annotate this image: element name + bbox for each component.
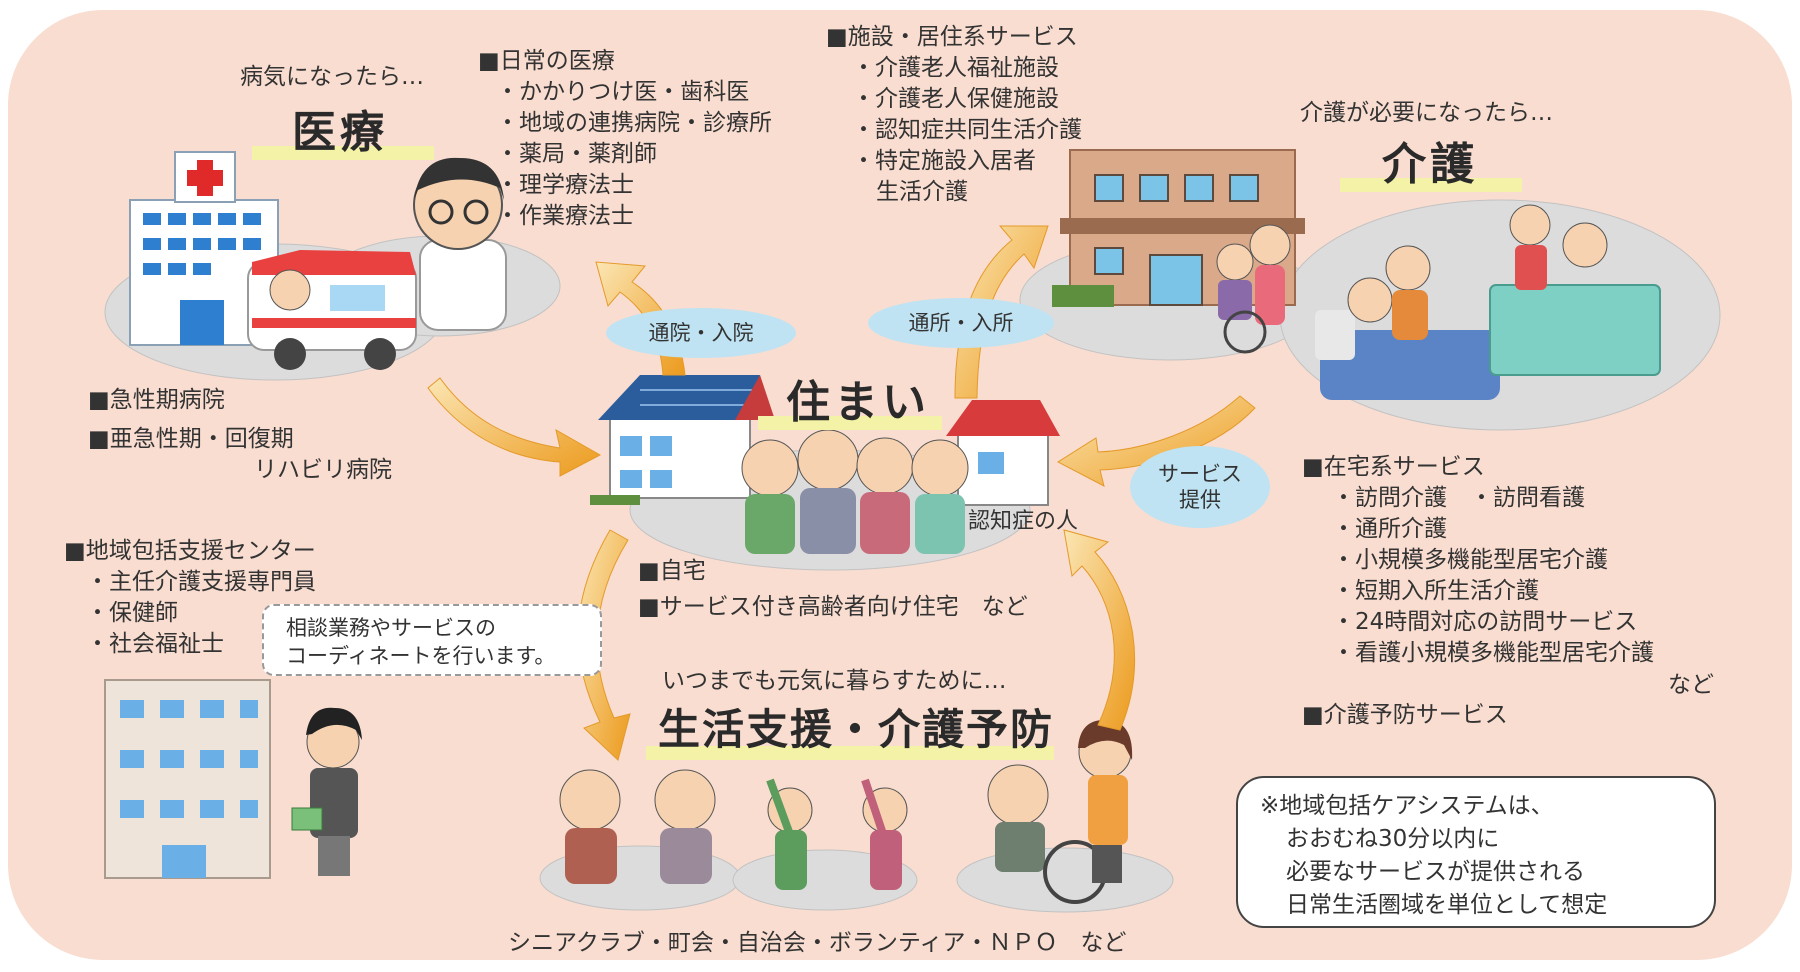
house-red-roof (946, 400, 1060, 506)
service-provision-pill: サービス 提供 (1130, 446, 1270, 528)
support-center-item: ・主任介護支援専門員 (86, 569, 316, 595)
arrow-from-care (1056, 395, 1256, 487)
note-line: 必要なサービスが提供される (1286, 859, 1585, 885)
daycare-label: 通所・入所 (908, 311, 1014, 335)
ambulance (247, 250, 417, 370)
speech-line: コーディネートを行います。 (286, 644, 556, 668)
medical-title: 医療 (292, 107, 388, 158)
facility-services-list: ■施設・居住系サービス ・介護老人福祉施設 ・介護老人保健施設 ・認知症共同生活… (826, 22, 1082, 208)
facility-item: 生活介護 (876, 179, 968, 205)
arrow-from-medical (427, 377, 602, 477)
housing-title-underline (758, 416, 942, 430)
housing-title: 住まい (786, 377, 930, 428)
daily-medical-item: ・地域の連携病院・診療所 (496, 110, 772, 136)
note-line: おおむね30分以内に (1286, 826, 1500, 852)
support-center-list: ■地域包括支援センター ・主任介護支援専門員 ・保健師 ・社会福祉士 (64, 536, 316, 660)
service-provision-label-1: サービス (1158, 462, 1242, 486)
housing-item-elderly-residence: ■サービス付き高齢者向け住宅 など (638, 594, 1028, 620)
arrow-from-life-support (1063, 529, 1136, 731)
care-title: 介護 (1382, 139, 1478, 190)
daily-medical-list: ■日常の医療 ・かかりつけ医・歯科医 ・地域の連携病院・診療所 ・薬局・薬剤師 … (478, 46, 772, 232)
service-provision-label-2: 提供 (1179, 488, 1221, 512)
home-service-item: ・短期入所生活介護 (1332, 578, 1539, 604)
support-center-item: ・社会福祉士 (86, 631, 224, 657)
elderly-chatting (559, 769, 716, 884)
facility-item: ・認知症共同生活介護 (852, 117, 1082, 143)
elderly-group (741, 429, 969, 554)
home-service-item: ・小規模多機能型居宅介護 (1332, 547, 1608, 573)
daily-medical-item: ・作業療法士 (496, 203, 634, 229)
visit-hospital-pill: 通院・入院 (606, 308, 796, 358)
home-care-scene (1315, 204, 1661, 400)
rehab-hospital-label: リハビリ病院 (254, 457, 392, 483)
prevention-services-label: ■介護予防サービス (1302, 702, 1508, 728)
facility-item: ・介護老人福祉施設 (852, 55, 1059, 81)
facility-header: ■施設・居住系サービス (826, 24, 1078, 50)
elderly-exercising (766, 778, 908, 890)
dementia-label: 認知症の人 (968, 509, 1079, 534)
home-services-header: ■在宅系サービス (1302, 454, 1485, 480)
home-service-item: ・通所介護 (1332, 516, 1447, 542)
home-service-item: ・24時間対応の訪問サービス (1332, 609, 1638, 635)
life-support-lead: いつまでも元気に暮らすために… (662, 668, 1007, 694)
house-solar (590, 375, 775, 505)
support-center-header: ■地域包括支援センター (64, 538, 316, 564)
home-service-item: ・看護小規模多機能型居宅介護 (1332, 640, 1654, 666)
housing-item-home: ■自宅 (638, 558, 706, 584)
subacute-hospital-label: ■亜急性期・回復期 (88, 426, 294, 452)
community-groups-label: シニアクラブ・町会・自治会・ボランティア・ＮＰＯ など (508, 930, 1127, 956)
note-line: 日常生活圏域を単位として想定 (1286, 892, 1608, 918)
daily-medical-item: ・薬局・薬剤師 (496, 141, 657, 167)
speech-bubble: 相談業務やサービスの コーディネートを行います。 (262, 604, 602, 676)
caregiver-wheelchair-figure (1216, 224, 1291, 354)
life-support-title-underline (646, 746, 1054, 760)
daily-medical-item: ・理学療法士 (496, 172, 634, 198)
facility-item: ・介護老人保健施設 (852, 86, 1059, 112)
life-support-title: 生活支援・介護予防 (658, 705, 1055, 754)
medical-lead: 病気になったら… (240, 64, 424, 90)
facility-item: ・特定施設入居者 (852, 148, 1036, 174)
note-box: ※地域包括ケアシステムは、 おおむね30分以内に 必要なサービスが提供される 日… (1236, 776, 1716, 928)
speech-line: 相談業務やサービスの (286, 616, 496, 640)
support-center-building (104, 679, 271, 879)
medical-title-underline (252, 146, 434, 160)
daycare-pill: 通所・入所 (868, 298, 1054, 348)
home-services-list: ■在宅系サービス ・訪問介護 ・訪問看護 ・通所介護 ・小規模多機能型居宅介護 … (1302, 452, 1654, 669)
care-title-underline (1340, 178, 1522, 192)
note-line: ※地域包括ケアシステムは、 (1260, 793, 1554, 819)
staff-figure (291, 707, 362, 876)
acute-hospital-label: ■急性期病院 (88, 387, 225, 413)
daily-medical-item: ・かかりつけ医・歯科医 (496, 79, 750, 105)
care-lead: 介護が必要になったら… (1300, 100, 1553, 126)
doctor-figure (413, 157, 507, 331)
daily-medical-header: ■日常の医療 (478, 48, 615, 74)
support-platform-3 (956, 847, 1174, 913)
visit-hospital-label: 通院・入院 (648, 321, 754, 345)
home-service-item: ・訪問介護 ・訪問看護 (1332, 485, 1585, 511)
arrow-to-life-support (577, 529, 631, 761)
volunteer-wheelchair (987, 719, 1133, 904)
support-center-item: ・保健師 (86, 600, 178, 626)
home-services-etc: など (1668, 672, 1714, 698)
